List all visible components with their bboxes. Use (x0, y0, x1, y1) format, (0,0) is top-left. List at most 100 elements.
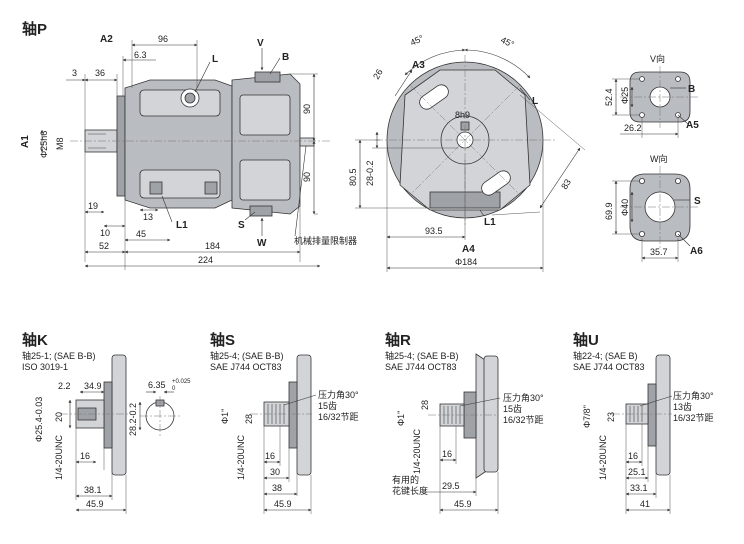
label-s-w: S (694, 196, 701, 207)
shaft-r-dim-45-9: 45.9 (454, 499, 472, 509)
shaft-r-dim-28: 28 (420, 400, 430, 410)
front-slot-lower (481, 170, 511, 196)
label-a2: A2 (100, 34, 113, 45)
shaft-s-flange (296, 354, 312, 476)
shaft-k-key-tol-lower: 0 (172, 386, 176, 392)
port-b-flange (254, 71, 281, 83)
dim-224: 224 (198, 255, 213, 265)
dim-26: 26 (371, 67, 385, 81)
shaft-k-spec2: ISO 3019-1 (22, 362, 68, 372)
shaft-s-dim-45-9: 45.9 (274, 499, 292, 509)
shaft-k-key-width: 6.35 (148, 380, 166, 390)
dim-10: 10 (100, 228, 110, 238)
view-v-title: V向 (650, 53, 665, 64)
dim-36: 36 (95, 68, 105, 78)
shaft-s-dim-28: 28 (244, 414, 254, 424)
label-a5: A5 (686, 120, 699, 131)
view-w: W向 69.9 Φ40 35.7 S A6 (604, 153, 703, 262)
shaft-s-detail: 轴S 轴25-4; (SAE B-B) SAE J744 OCT83 Φ1" 1… (210, 331, 359, 514)
dim-80-5: 80.5 (348, 168, 358, 186)
dim-26-2: 26.2 (624, 123, 642, 133)
shaft-k-dim-38-1: 38.1 (84, 485, 102, 495)
shaft-r-note-angle: 压力角30° (503, 392, 544, 403)
shaft-r-note2-line1: 有用的 (392, 474, 419, 485)
shaft-s-note-angle: 压力角30° (318, 389, 359, 400)
dim-3: 3 (72, 68, 77, 78)
dim-96: 96 (158, 34, 168, 44)
main-title: 轴P (22, 20, 47, 38)
shaft-k-key-depth: 28.2-0.2 (128, 403, 138, 436)
label-b-v: B (688, 84, 695, 95)
shaft-s-dim-dia: Φ1" (220, 409, 230, 424)
side-view: 96 6.3 A2 3 36 A1 Φ25h6 M8 19 10 45 13 5… (20, 34, 357, 270)
dim-83: 83 (559, 177, 573, 191)
dim-8h9: 8h9 (455, 110, 470, 120)
dim-dia-25: Φ25 (620, 87, 630, 104)
shaft-r-dim-16: 16 (442, 449, 452, 459)
dim-90-bottom: 90 (302, 172, 312, 182)
shaft-r-detail: 轴R 轴25-4; (SAE B-B) SAE J744 OCT83 Φ1" 1… (385, 331, 544, 514)
shaft-s-note-teeth: 15齿 (318, 401, 337, 411)
shaft-u-note-angle: 压力角30° (673, 390, 714, 401)
dim-52: 52 (99, 241, 109, 251)
shaft-r-title: 轴R (385, 331, 411, 349)
shaft-u-dim-41: 41 (640, 499, 650, 509)
shaft-s-dim-16: 16 (265, 451, 275, 461)
limiter-note: 机械排量限制器 (294, 235, 357, 246)
shaft-k-flange (111, 354, 127, 476)
shaft-u-note-teeth: 13齿 (673, 402, 692, 412)
dim-93-5: 93.5 (425, 226, 443, 236)
dim-19: 19 (88, 201, 98, 211)
dim-6-3: 6.3 (134, 50, 147, 60)
shaft-u-title: 轴U (573, 331, 599, 349)
front-view: 45° 45° 26 A3 8h9 L L1 80.5 28-0.2 93.5 … (348, 33, 586, 272)
shaft-r-note2-line2: 花键长度 (392, 485, 428, 496)
shaft-k-dim-20: 20 (54, 412, 64, 422)
shaft-u-dim-dia: Φ7/8" (582, 405, 592, 428)
label-l1-front: L1 (484, 217, 496, 228)
shaft-r-spec2: SAE J744 OCT83 (385, 362, 457, 372)
shaft-k-title: 轴K (22, 331, 48, 349)
shaft-r-dim-dia: Φ1" (396, 411, 406, 426)
shaft-r-note-teeth: 15齿 (503, 404, 522, 414)
shaft-s-dim-38: 38 (272, 483, 282, 493)
shaft-k-dim-16: 16 (80, 451, 90, 461)
label-s: S (238, 220, 245, 231)
shaft-u-dim-25-1: 25.1 (628, 467, 646, 477)
label-a4: A4 (462, 244, 475, 255)
shaft-u-flange (655, 354, 671, 476)
view-w-title: W向 (650, 153, 668, 164)
label-b: B (282, 52, 289, 63)
shaft-u-dim-thread: 1/4-20UNC (598, 434, 608, 480)
dim-m8: M8 (55, 137, 65, 150)
dim-45: 45 (136, 229, 146, 239)
shaft-s-note-pitch: 16/32节距 (318, 412, 359, 422)
shaft-s-spec2: SAE J744 OCT83 (210, 362, 282, 372)
shaft-k-detail: 轴K 轴25-1; (SAE B-B) ISO 3019-1 2.2 34.9 … (22, 331, 191, 514)
side-flange (116, 95, 126, 197)
shaft-u-dim-23: 23 (606, 412, 616, 422)
dim-52-4: 52.4 (604, 88, 614, 106)
dim-45-right: 45° (499, 35, 516, 50)
shaft-u-spec1: 轴22-4; (SAE B) (573, 350, 638, 361)
view-v: V向 52.4 Φ25 26.2 B A5 (604, 53, 700, 138)
shaft-k-dim-thread: 1/4-20UNC (54, 434, 64, 480)
dim-13: 13 (143, 212, 153, 222)
label-a1: A1 (20, 135, 31, 148)
label-a6: A6 (690, 246, 703, 257)
displacement-limiter (299, 137, 315, 147)
shaft-k-dim-dia: Φ25.4-0.03 (34, 397, 44, 442)
label-l-front: L (532, 96, 538, 107)
label-a3: A3 (412, 60, 425, 71)
shaft-k-dim-45-9: 45.9 (86, 499, 104, 509)
shaft-r-dim-thread: 1/4-20UNC (412, 428, 422, 474)
shaft-u-spec2: SAE J744 OCT83 (573, 362, 645, 372)
label-v: V (257, 38, 264, 49)
front-slot-upper (419, 84, 449, 110)
shaft-k-spec1: 轴25-1; (SAE B-B) (22, 350, 96, 361)
label-l: L (212, 54, 218, 65)
dim-35-7: 35.7 (650, 247, 668, 257)
shaft-k-pilot (103, 381, 113, 449)
